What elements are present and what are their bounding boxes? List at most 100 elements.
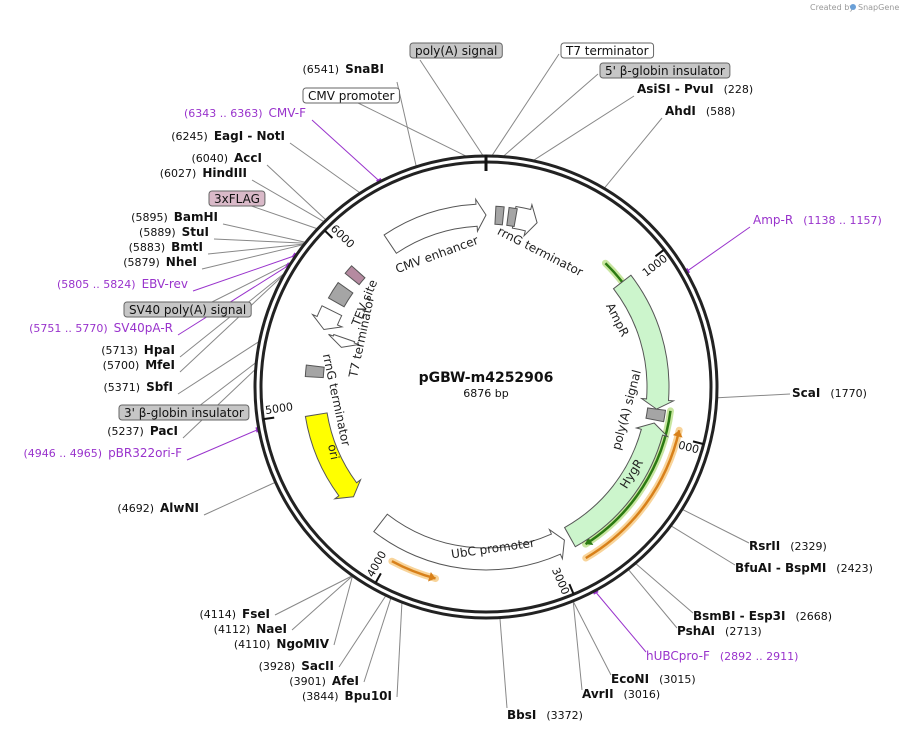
label-afei[interactable]: AfeI (3901): [289, 674, 359, 688]
label-bbsi[interactable]: BbsI(3372): [507, 708, 583, 722]
label-sv40-poly-a-signal[interactable]: SV40 poly(A) signal: [123, 301, 252, 318]
site-name: NgoMIV: [276, 637, 329, 651]
label-mfei[interactable]: MfeI(5700): [103, 358, 175, 372]
leader-line: [213, 238, 305, 244]
site-name: AhdI: [665, 104, 696, 118]
site-name: EBV-rev: [142, 277, 188, 291]
site-position: (5371): [104, 381, 141, 394]
feature-rrng-terminator[interactable]: [328, 333, 360, 348]
site-position: (3901): [289, 675, 326, 688]
feature-box-5-beta-globin-insulator[interactable]: [494, 205, 505, 226]
label-cmv-promoter[interactable]: CMV promoter: [302, 87, 400, 104]
site-name: FseI: [242, 607, 270, 621]
label-poly-a-signal[interactable]: poly(A) signal: [409, 42, 503, 59]
label-acci[interactable]: AccI(6040): [191, 151, 262, 165]
label-bsmbi-esp3i[interactable]: BsmBI - Esp3I(2668): [693, 609, 832, 623]
tick-label-4000: 4000: [364, 549, 389, 580]
label-sacii[interactable]: SacII(3928): [259, 659, 334, 673]
site-position: (5700): [103, 359, 140, 372]
label-pshai[interactable]: PshAI(2713): [677, 624, 762, 638]
site-position: (228): [724, 83, 754, 96]
site-name: EagI - NotI: [214, 129, 285, 143]
label-bfuai-bspmi[interactable]: BfuAI - BspMI(2423): [735, 561, 873, 575]
site-position: (5883): [129, 241, 166, 254]
label-ebv-rev[interactable]: EBV-rev(5805 .. 5824): [57, 277, 188, 291]
site-name: AvrII: [582, 687, 614, 701]
feature-ampr[interactable]: [612, 274, 676, 410]
feature-box-3-beta-globin-insulator[interactable]: [506, 206, 518, 228]
label-econi[interactable]: EcoNI(3015): [611, 672, 696, 686]
tick-label-5000: 5000: [264, 400, 294, 417]
site-name: StuI: [182, 225, 209, 239]
site-position: (3372): [546, 709, 583, 722]
label-alwni[interactable]: AlwNI(4692): [117, 501, 199, 515]
leader-line: [182, 369, 255, 439]
leader-line: [594, 591, 647, 653]
label-3-globin-insulator[interactable]: 3' β-globin insulator: [118, 404, 250, 421]
site-position: (588): [706, 105, 736, 118]
feature-ubc-promoter[interactable]: [373, 513, 565, 571]
site-name: NheI: [166, 255, 197, 269]
plasmid-length: 6876 bp: [463, 387, 508, 400]
feature-box-sv40-poly-a-signal[interactable]: [327, 281, 354, 308]
orf-arc: [584, 410, 672, 546]
label-eagi-noti[interactable]: EagI - NotI(6245): [171, 129, 285, 143]
tick-mark-2000: [692, 440, 704, 446]
label-cmv-f[interactable]: CMV-F(6343 .. 6363): [184, 106, 306, 120]
feature-rrng-terminator[interactable]: [511, 202, 538, 238]
leader-line: [177, 265, 289, 336]
label-bmti[interactable]: BmtI(5883): [129, 240, 203, 254]
feature-t7-terminator[interactable]: [311, 305, 344, 331]
tick-label-3000: 3000: [549, 566, 572, 597]
label-scai[interactable]: ScaI(1770): [792, 386, 867, 400]
primer-site-mark: [285, 262, 290, 268]
site-name: AfeI: [332, 674, 359, 688]
feature-box-tev-site[interactable]: [344, 265, 366, 286]
site-position: (5751 .. 5770): [29, 322, 108, 335]
label-ngomiv[interactable]: NgoMIV(4110): [234, 637, 330, 651]
site-position: (2329): [790, 540, 827, 553]
label-nhei[interactable]: NheI(5879): [123, 255, 197, 269]
feature-box-poly-a-signal[interactable]: [304, 364, 325, 379]
label-asisi-pvui[interactable]: AsiSI - PvuI(228): [637, 82, 753, 96]
label-hubcpro-f[interactable]: hUBCpro-F(2892 .. 2911): [646, 649, 798, 663]
leader-line: [177, 341, 259, 395]
leader-line: [533, 95, 635, 161]
site-name: pBR322ori-F: [108, 446, 182, 460]
site-name: RsrII: [749, 539, 780, 553]
site-position: (4692): [117, 502, 154, 515]
label-paci[interactable]: PacI(5237): [107, 424, 178, 438]
label-amp-r[interactable]: Amp-R(1138 .. 1157): [753, 213, 882, 227]
label-3xflag[interactable]: 3xFLAG: [208, 190, 266, 207]
label-t7-terminator[interactable]: T7 terminator: [560, 42, 655, 59]
feature-hygr[interactable]: [563, 422, 670, 548]
label-sbfi[interactable]: SbfI(5371): [104, 380, 174, 394]
feature-ori[interactable]: [304, 412, 362, 500]
site-name: SacII: [301, 659, 334, 673]
label-bamhi[interactable]: BamHI(5895): [131, 210, 218, 224]
orf-arrowhead-icon: [672, 430, 683, 438]
feature-cmv-enhancer[interactable]: [383, 197, 487, 254]
leader-line: [628, 569, 678, 629]
label-fsei[interactable]: FseI(4114): [199, 607, 270, 621]
label-hpai[interactable]: HpaI(5713): [101, 343, 175, 357]
label-hindiii[interactable]: HindIII(6027): [160, 166, 247, 180]
label-bpu10i[interactable]: Bpu10I(3844): [302, 689, 392, 703]
label-ahdi[interactable]: AhdI (588): [665, 104, 735, 118]
credit-brand: SnapGene: [858, 3, 899, 12]
label-snabi[interactable]: SnaBI(6541): [303, 62, 384, 76]
label-stui[interactable]: StuI(5889): [139, 225, 209, 239]
orf-arc: [585, 429, 681, 560]
label-naei[interactable]: NaeI(4112): [214, 622, 287, 636]
feature-box-poly-a-signal[interactable]: [645, 407, 667, 423]
label-avrii[interactable]: AvrII(3016): [582, 687, 660, 701]
label-sv40pa-r[interactable]: SV40pA-R (5751 .. 5770): [29, 321, 173, 335]
boxed-label-text: 3' β-globin insulator: [124, 406, 244, 420]
site-name: SV40pA-R: [114, 321, 173, 335]
site-position: (3015): [659, 673, 696, 686]
label-5-globin-insulator[interactable]: 5' β-globin insulator: [599, 62, 731, 79]
site-position: (2713): [725, 625, 762, 638]
label-pbr322ori-f[interactable]: pBR322ori-F(4946 .. 4965): [24, 446, 183, 460]
label-rsrii[interactable]: RsrII (2329): [749, 539, 827, 553]
